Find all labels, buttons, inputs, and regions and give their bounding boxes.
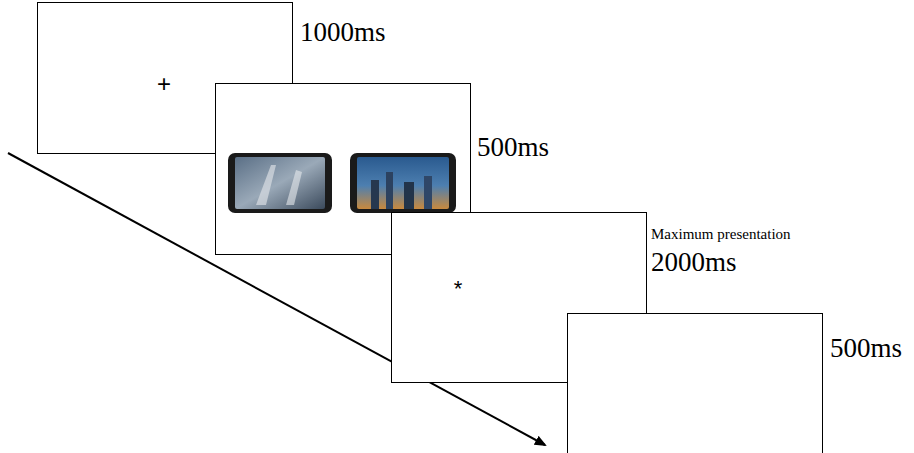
duration-label: 500ms [830, 335, 902, 362]
duration-label: 500ms [477, 134, 549, 161]
fixation-cross: + [157, 72, 171, 96]
duration-label: 1000ms [300, 19, 386, 46]
response-asterisk: * [454, 278, 463, 300]
screen-frame: 500ms [567, 313, 823, 453]
phone-images [226, 150, 462, 216]
note-label: Maximum presentation [651, 227, 791, 242]
duration-label: 2000ms [651, 249, 737, 276]
